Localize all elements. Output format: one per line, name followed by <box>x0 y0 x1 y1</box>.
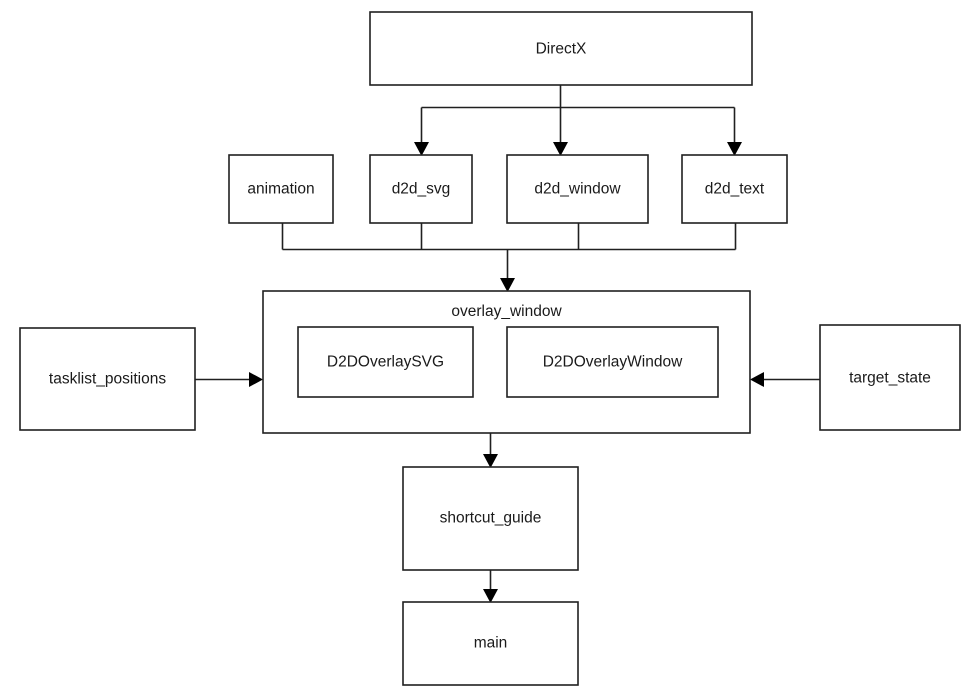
node-directx[interactable]: DirectX <box>369 11 753 86</box>
node-animation[interactable]: animation <box>228 154 334 224</box>
node-shortcut_guide[interactable]: shortcut_guide <box>402 466 579 571</box>
node-animation-box[interactable] <box>228 154 334 224</box>
node-shortcut_guide-box[interactable] <box>402 466 579 571</box>
arrow-head-d2d_text <box>727 142 742 156</box>
node-d2d_text-label: d2d_text <box>705 181 765 198</box>
node-main-box[interactable] <box>402 601 579 686</box>
node-d2d_overlay_svg-box[interactable] <box>297 326 474 398</box>
arrow-head-main-top <box>483 589 498 603</box>
node-directx-box[interactable] <box>369 11 753 86</box>
arrow-head-d2d_svg <box>414 142 429 156</box>
node-d2d_overlay_svg[interactable]: D2DOverlaySVG <box>297 326 474 398</box>
node-target_state-box[interactable] <box>819 324 961 431</box>
node-d2d_text[interactable]: d2d_text <box>681 154 788 224</box>
node-d2d_svg-label: d2d_svg <box>392 181 451 198</box>
node-directx-label: DirectX <box>536 41 587 58</box>
edge-row2-merge <box>281 223 737 292</box>
node-target_state-label: target_state <box>849 370 931 387</box>
node-d2d_overlay_window-label: D2DOverlayWindow <box>543 354 683 371</box>
edge-directx-fanout <box>414 85 742 156</box>
node-main-label: main <box>474 635 508 652</box>
arrow-head-overlay_window-top <box>500 278 515 292</box>
node-animation-label: animation <box>247 181 314 198</box>
node-d2d_svg[interactable]: d2d_svg <box>369 154 473 224</box>
node-d2d_overlay_window-box[interactable] <box>506 326 719 398</box>
node-tasklist_positions-box[interactable] <box>19 327 196 431</box>
node-main[interactable]: main <box>402 601 579 686</box>
edge-overlay-to-shortcut <box>483 433 498 468</box>
node-target_state[interactable]: target_state <box>819 324 961 431</box>
arrow-head-overlay_window-right <box>750 372 764 387</box>
node-d2d_overlay_window[interactable]: D2DOverlayWindow <box>506 326 719 398</box>
arrow-head-shortcut_guide-top <box>483 454 498 468</box>
node-tasklist_positions[interactable]: tasklist_positions <box>19 327 196 431</box>
node-d2d_svg-box[interactable] <box>369 154 473 224</box>
node-tasklist_positions-label: tasklist_positions <box>49 371 166 388</box>
arrow-head-overlay_window-left <box>249 372 263 387</box>
arrow-head-d2d_window <box>553 142 568 156</box>
edge-target_state-to-overlay <box>750 372 820 387</box>
edge-shortcut-to-main <box>483 570 498 603</box>
edge-tasklist-to-overlay <box>195 372 263 387</box>
edge-layer <box>195 85 820 603</box>
node-d2d_text-box[interactable] <box>681 154 788 224</box>
node-d2d_overlay_svg-label: D2DOverlaySVG <box>327 354 444 371</box>
node-d2d_window-label: d2d_window <box>534 181 621 198</box>
node-d2d_window-box[interactable] <box>506 154 649 224</box>
node-d2d_window[interactable]: d2d_window <box>506 154 649 224</box>
node-overlay_window-label: overlay_window <box>451 303 562 320</box>
node-shortcut_guide-label: shortcut_guide <box>440 510 542 527</box>
